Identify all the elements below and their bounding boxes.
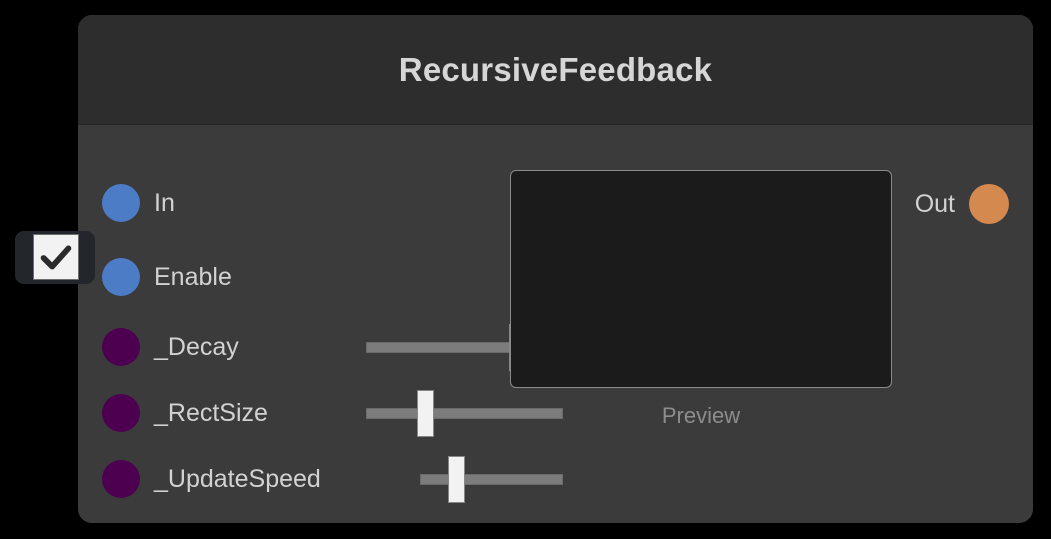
port-circle-icon[interactable] bbox=[102, 328, 140, 366]
port-circle-icon[interactable] bbox=[102, 258, 140, 296]
input-label-in: In bbox=[154, 188, 175, 217]
input-row-enable[interactable]: Enable bbox=[102, 255, 232, 299]
port-circle-icon[interactable] bbox=[969, 184, 1009, 224]
param-row-decay[interactable]: _Decay bbox=[102, 325, 239, 369]
port-circle-icon[interactable] bbox=[102, 394, 140, 432]
node-panel[interactable]: RecursiveFeedback In Enable _Decay bbox=[78, 15, 1033, 523]
preview-caption: Preview bbox=[661, 403, 741, 428]
slider-handle-updatespeed[interactable] bbox=[447, 455, 465, 503]
slider-track-rectsize[interactable] bbox=[366, 389, 563, 437]
node-body: In Enable _Decay _RectSize bbox=[78, 126, 1033, 523]
input-row-in[interactable]: In bbox=[102, 181, 175, 225]
preview-surface[interactable] bbox=[510, 170, 892, 388]
slider-rectsize[interactable] bbox=[366, 389, 563, 437]
slider-track-updatespeed[interactable] bbox=[420, 455, 563, 503]
slider-updatespeed[interactable] bbox=[420, 455, 563, 503]
param-label-rectsize: _RectSize bbox=[154, 398, 268, 427]
port-circle-icon[interactable] bbox=[102, 460, 140, 498]
port-circle-icon[interactable] bbox=[102, 184, 140, 222]
output-row-out[interactable]: Out bbox=[915, 184, 1009, 224]
slider-handle-rectsize[interactable] bbox=[417, 389, 434, 437]
param-label-decay: _Decay bbox=[154, 332, 239, 361]
checkmark-icon bbox=[40, 245, 72, 270]
enable-checkbox-widget[interactable] bbox=[15, 231, 95, 284]
param-row-updatespeed[interactable]: _UpdateSpeed bbox=[102, 457, 321, 501]
param-row-rectsize[interactable]: _RectSize bbox=[102, 391, 268, 435]
param-label-updatespeed: _UpdateSpeed bbox=[154, 464, 321, 493]
preview-block: Preview bbox=[510, 170, 892, 429]
output-label-out: Out bbox=[914, 189, 955, 218]
enable-checkbox[interactable] bbox=[33, 234, 79, 280]
page-title: RecursiveFeedback bbox=[398, 50, 713, 88]
input-label-enable: Enable bbox=[154, 262, 232, 291]
node-header: RecursiveFeedback bbox=[78, 15, 1033, 125]
